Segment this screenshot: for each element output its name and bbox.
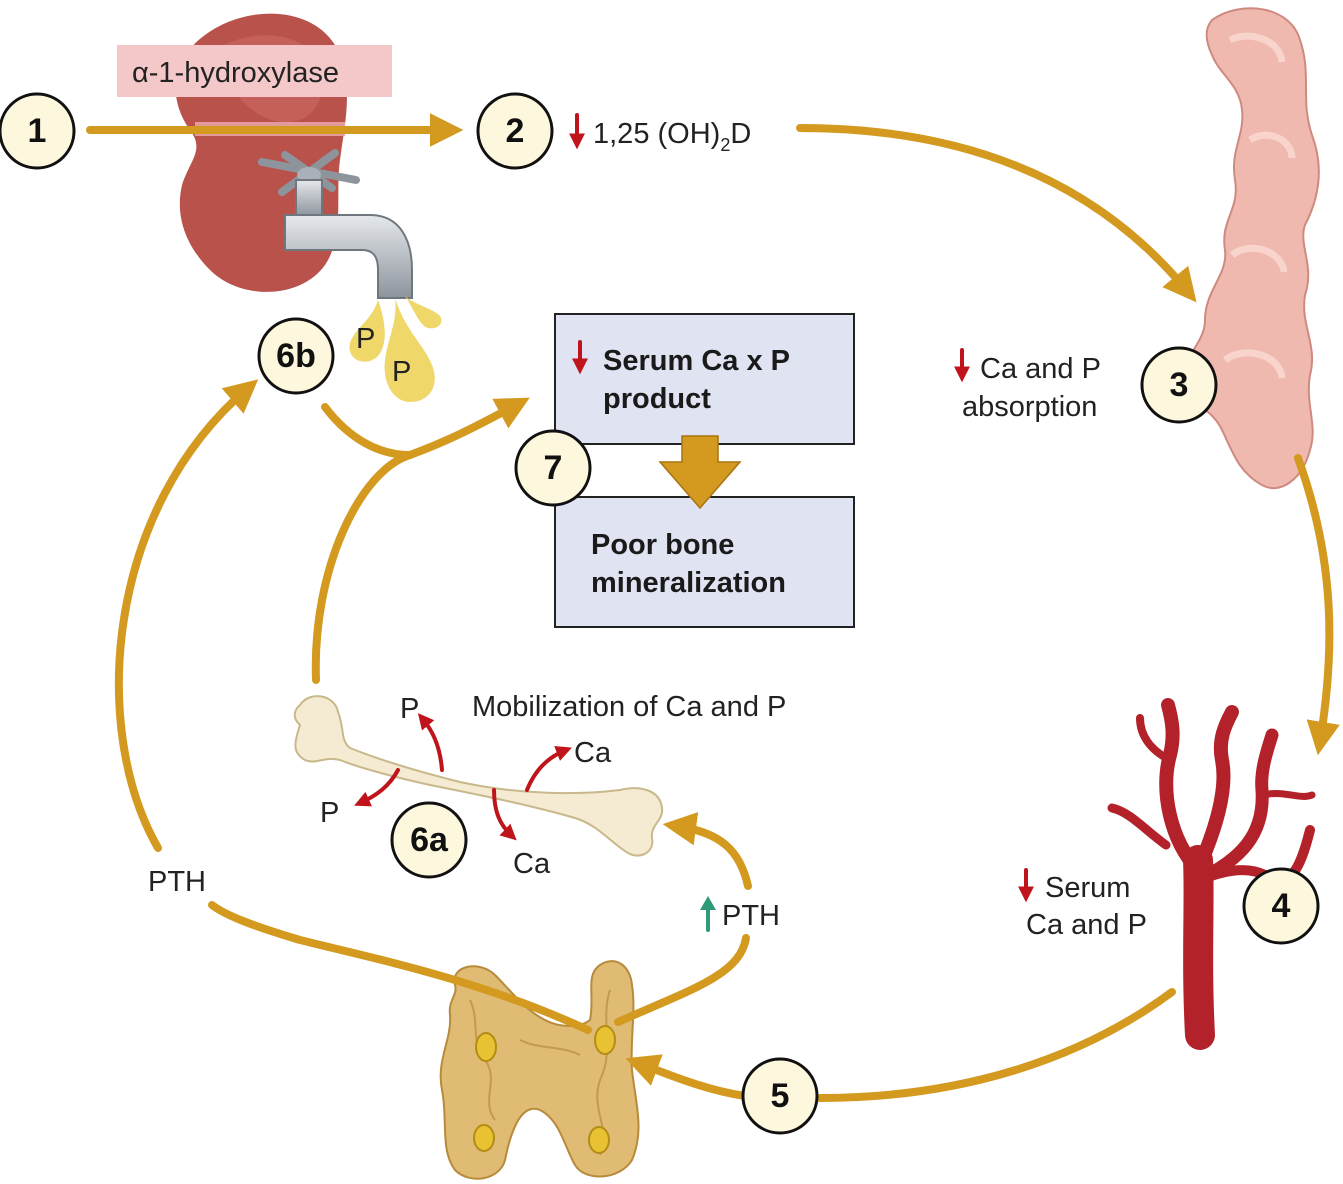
flow-arrows — [86, 113, 1340, 1102]
pth-label-right: PTH — [722, 900, 780, 932]
poor-bone-box: Poor bone mineralization — [554, 496, 855, 628]
up-arrowhead-icon — [700, 896, 716, 910]
pth-right-label: PTH — [700, 896, 780, 932]
step-6a-number: 6a — [410, 821, 449, 859]
step-5-number: 5 — [771, 1077, 790, 1115]
down-block-arrow-icon — [658, 435, 742, 510]
step-4: 4 — [1242, 867, 1320, 945]
arrow-4-to-5 — [816, 988, 1176, 1102]
absorption-line2: absorption — [962, 391, 1097, 423]
thyroid-illustration — [439, 960, 640, 1180]
faucet-icon — [258, 149, 413, 299]
enzyme-label-box: α-1-hydroxylase — [117, 45, 392, 97]
poor-bone-line1: Poor bone — [591, 529, 734, 561]
intestine-illustration — [1183, 7, 1320, 490]
step-6b-number: 6b — [276, 337, 316, 375]
arrow-3-to-4 — [1294, 454, 1340, 756]
svg-text:1,25 (OH)2D: 1,25 (OH)2D — [593, 118, 751, 155]
vitd-text: 1,25 (OH) — [593, 118, 720, 150]
poor-bone-line2: mineralization — [591, 567, 786, 599]
arrow-pth-to-6b — [114, 379, 259, 852]
absorption-label: Ca and P absorption — [954, 348, 1101, 423]
step-3-number: 3 — [1170, 366, 1189, 404]
step-7-number: 7 — [544, 449, 563, 487]
step-3: 3 — [1140, 346, 1218, 424]
absorption-line1: Ca and P — [980, 353, 1101, 385]
step-6b: 6b — [257, 317, 335, 395]
step-4-number: 4 — [1272, 887, 1291, 925]
enzyme-label: α-1-hydroxylase — [132, 57, 339, 89]
arrow-pth-to-bone — [662, 812, 752, 890]
red-arrow-ca-up — [525, 746, 572, 792]
step-5: 5 — [741, 1057, 819, 1135]
vitd-suffix: D — [730, 118, 751, 150]
step-6a: 6a — [390, 801, 468, 879]
arrow-6b-to-7 — [321, 403, 414, 459]
step-1: 1 — [0, 92, 76, 170]
bone-ca-label: Ca — [574, 737, 612, 769]
arrow-2-to-3 — [796, 124, 1197, 303]
pth-label-left: PTH — [148, 866, 206, 898]
serum-product-line1: Serum Ca x P — [603, 345, 790, 377]
step-7: 7 — [514, 429, 592, 507]
serum-product-box: Serum Ca x P product — [554, 313, 855, 445]
blood-vessel-illustration — [1107, 698, 1316, 1050]
serum-line2: Ca and P — [1026, 909, 1147, 941]
arrow-thyroid-to-pth-right — [614, 934, 750, 1026]
red-arrow-p-up — [417, 713, 444, 772]
step-2-number: 2 — [506, 112, 525, 150]
step-2: 2 — [476, 92, 554, 170]
bone-p-label: P — [320, 797, 339, 829]
red-arrow-p-down — [354, 768, 400, 807]
bone-illustration — [293, 695, 664, 857]
arrow-5-to-thyroid — [625, 1054, 749, 1100]
step-1-number: 1 — [28, 112, 47, 150]
drop-p-label: P — [356, 323, 375, 355]
drop-p-label: P — [392, 356, 411, 388]
bone-ca-label: Ca — [513, 848, 551, 880]
arrow-bone-to-7 — [311, 397, 530, 684]
phosphate-drops: P P — [349, 296, 442, 402]
red-arrow-ca-down — [492, 788, 517, 841]
mobilization-label: Mobilization of Ca and P — [472, 691, 786, 723]
mobilization-arrows — [354, 713, 572, 841]
vitd-subscript: 2 — [720, 135, 730, 155]
serum-label: Serum Ca and P — [1018, 868, 1147, 941]
arrow-thyroid-to-pth-left — [208, 901, 592, 1034]
serum-line1: Serum — [1045, 872, 1130, 904]
serum-product-line2: product — [603, 383, 711, 415]
bone-p-label: P — [400, 693, 419, 725]
vitamin-d-label: 1,25 (OH)2D — [569, 113, 751, 155]
